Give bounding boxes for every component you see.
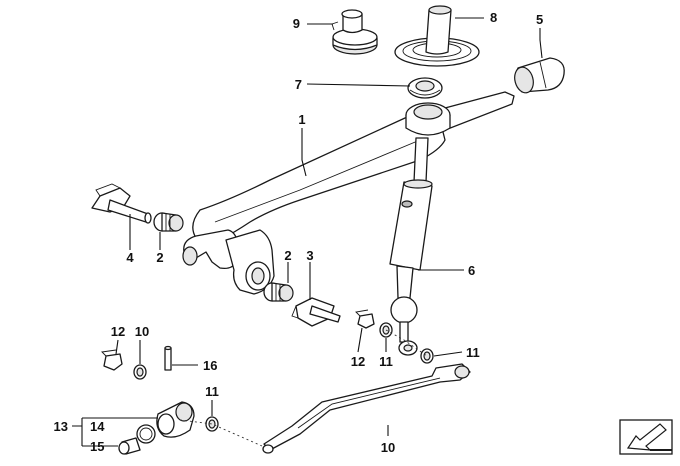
- part-12-clip-right: [355, 309, 375, 329]
- part-4-clip-pin: [91, 183, 152, 224]
- callout-2-lower: 2: [284, 248, 291, 263]
- callout-1: 1: [298, 112, 305, 127]
- part-10-selector-rod: [262, 363, 471, 454]
- callout-7: 7: [295, 77, 302, 92]
- direction-arrow-icon: [619, 419, 673, 455]
- part-16-pin: [164, 345, 172, 371]
- part-11-washer-rod: [420, 348, 434, 364]
- callout-14: 14: [90, 419, 105, 434]
- part-9-bushing: [331, 9, 378, 55]
- part-14-ring: [136, 424, 156, 444]
- callout-11-lower: 11: [205, 384, 219, 399]
- callout-9: 9: [293, 16, 300, 31]
- callout-15: 15: [90, 439, 104, 454]
- part-3-clip-pin: [291, 297, 341, 327]
- callout-3: 3: [306, 248, 313, 263]
- part-12-clip-left: [101, 349, 123, 371]
- part-11-washer-left: [133, 364, 147, 380]
- part-8-dust-cover: [394, 5, 480, 67]
- callout-2-upper: 2: [156, 250, 163, 265]
- part-2-bushing-lower: [263, 282, 294, 302]
- part-1-shift-arm: [182, 91, 515, 295]
- callout-10: 10: [381, 440, 395, 455]
- callout-5: 5: [536, 12, 543, 27]
- callout-12-left: 12: [111, 324, 125, 339]
- part-2-bushing-upper: [153, 212, 184, 232]
- assembly-axis-line-right: [385, 329, 428, 357]
- callout-4: 4: [126, 250, 134, 265]
- callout-11-left: 10: [135, 324, 149, 339]
- callout-16: 16: [203, 358, 217, 373]
- callout-13: 13: [54, 419, 68, 434]
- callout-6: 6: [468, 263, 475, 278]
- part-5-sleeve: [514, 57, 565, 94]
- part-15-bushing: [118, 437, 141, 455]
- callout-labels: 9 8 5 7 1 4 2 2 3 6 12 11 11 12 10 16 11…: [54, 10, 544, 455]
- part-6-shift-rod: [389, 137, 433, 356]
- part-14-joint: [156, 401, 195, 438]
- callout-12-right: 12: [351, 354, 365, 369]
- callout-8: 8: [490, 10, 497, 25]
- leader-lines: [72, 17, 543, 447]
- part-11-washer-lower: [205, 416, 219, 432]
- part-7-ball-socket: [407, 77, 443, 99]
- callout-11-rod: 11: [466, 345, 480, 360]
- callout-11-mid: 11: [379, 354, 393, 369]
- assembly-axis-line: [179, 419, 263, 447]
